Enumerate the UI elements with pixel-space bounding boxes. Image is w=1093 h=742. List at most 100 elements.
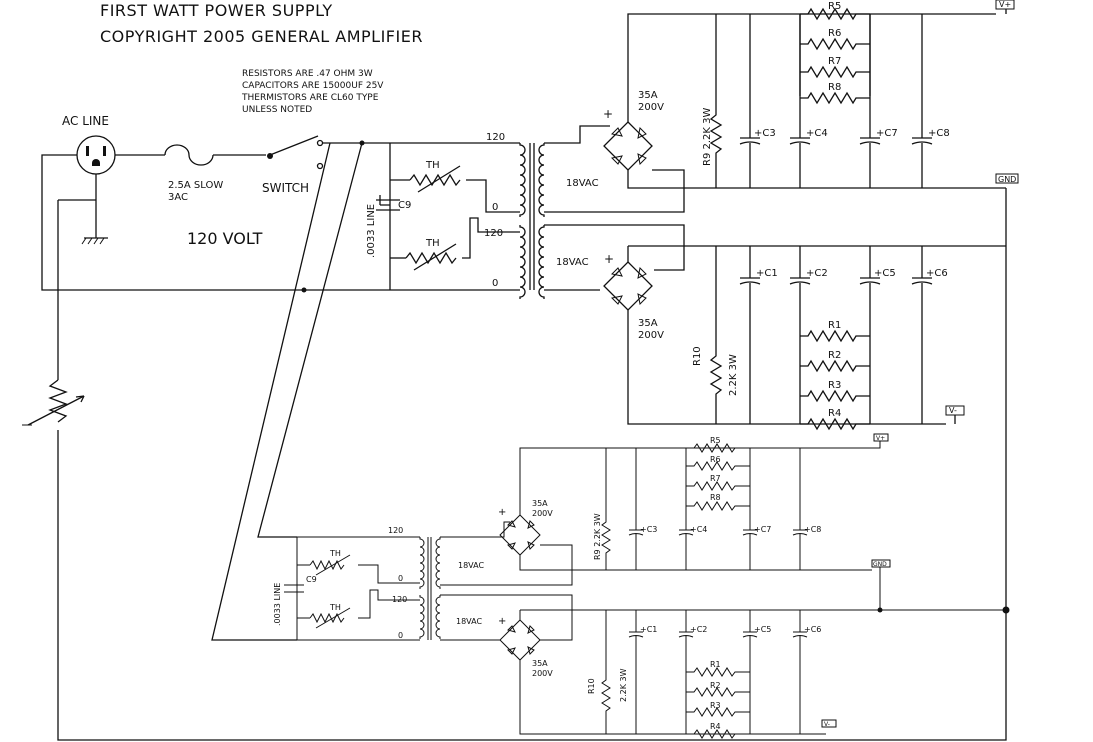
bottom-r3-label: R3 (710, 701, 721, 710)
bottom-cap-c1-label: +C1 (640, 625, 657, 634)
ground-thermistor-icon (22, 379, 85, 426)
top-primary-0b-label: 0 (492, 278, 498, 289)
bottom-neg-bridge-voltage: 200V (532, 669, 553, 678)
top-vplus-label: V+ (999, 0, 1011, 9)
bottom-r2-label: R2 (710, 681, 721, 690)
top-transformer-icon (519, 143, 545, 299)
bottom-neg-cap-c5-icon (742, 610, 758, 734)
wire (544, 224, 685, 271)
bottom-neg-bridge-plus: + (498, 616, 506, 627)
top-primary-0-label: 0 (492, 202, 498, 213)
bottom-gnd-terminal (871, 559, 891, 568)
junction-dot (877, 607, 883, 613)
bottom-pos-bridge-rating: 35A (532, 499, 548, 508)
chassis-ground-wire (57, 430, 1007, 741)
bottom-ground-bus-upper (519, 555, 872, 571)
top-neg-bridge-rating: 35A (638, 318, 658, 329)
top-r1-label: R1 (828, 320, 841, 331)
top-r2-label: R2 (828, 350, 841, 361)
wire (296, 537, 420, 641)
bottom-neg-cap-c2-icon (678, 610, 694, 734)
top-r10-name: R10 (692, 346, 703, 366)
bottom-neg-resistor-bank (686, 667, 750, 739)
lower-primary-neutral-feed (211, 142, 331, 641)
top-pos-bridge-rating: 35A (638, 90, 658, 101)
top-c9-value: .0033 LINE (366, 204, 377, 258)
bottom-positive-bus (519, 447, 874, 515)
bottom-th1-label: TH (329, 549, 341, 558)
top-positive-bus (627, 13, 870, 122)
top-neg-cap-c2-icon (789, 246, 811, 424)
bottom-neg-bridge-rating: 35A (532, 659, 548, 668)
wire (874, 441, 881, 449)
top-neg-bridge-voltage: 200V (638, 330, 664, 341)
bottom-pos-cap-c3-icon (628, 448, 644, 570)
bottom-pos-resistor-bank (685, 443, 751, 511)
bottom-gnd-label: GND (873, 561, 887, 568)
bottom-vplus-terminal (873, 433, 889, 442)
bottom-transformer-icon (419, 537, 441, 640)
junction-dot (301, 287, 307, 293)
top-r9-resistor-icon (709, 14, 723, 188)
wire (466, 179, 520, 213)
bottom-primary-120-label: 120 (388, 526, 403, 535)
fuse-rating: 2.5A SLOW (168, 180, 223, 191)
top-cap-c3-label: +C3 (754, 128, 776, 139)
top-pos-bridge-voltage: 200V (638, 102, 664, 113)
top-pos-cap-c3-icon (739, 14, 761, 188)
power-switch-icon (267, 135, 324, 170)
bottom-negative-bus (519, 660, 826, 735)
bottom-thermistor-2-icon (309, 607, 351, 629)
top-primary-120-label: 120 (486, 132, 505, 143)
top-cap-c7-label: +C7 (876, 128, 898, 139)
voltage-label: 120 VOLT (187, 229, 263, 248)
wire (297, 589, 420, 619)
ac-line-label: AC LINE (62, 114, 109, 128)
bottom-r10-name: R10 (587, 678, 596, 694)
bottom-pos-bridge-plus: + (498, 507, 506, 518)
note-thermistors: THERMISTORS ARE CL60 TYPE (241, 93, 379, 103)
bottom-pos-cap-c8-icon (792, 448, 808, 570)
ground-icon (81, 237, 108, 245)
bottom-vplus-label: V+ (876, 435, 885, 442)
wire (440, 544, 573, 586)
neutral-wire (41, 154, 390, 291)
top-c9-capacitor-icon (376, 199, 400, 211)
top-gnd-terminal (995, 173, 1019, 184)
wire (297, 564, 420, 584)
title-line-1: FIRST WATT POWER SUPPLY (100, 1, 333, 20)
bottom-sec1-label: 18VAC (458, 561, 484, 570)
bottom-primary-120b-label: 120 (392, 595, 407, 604)
top-pos-cap-c8-icon (911, 14, 933, 188)
bottom-cap-c6-label: +C6 (804, 625, 821, 634)
top-thermistor-1-icon (409, 165, 461, 193)
wire (544, 169, 685, 213)
bottom-r9-resistor-icon (601, 448, 611, 570)
bottom-neg-cap-c6-icon (792, 610, 808, 734)
bottom-r10-resistor-icon (601, 610, 611, 734)
junction-dot (1002, 606, 1010, 614)
top-r8-label: R8 (828, 82, 841, 93)
note-capacitors: CAPACITORS ARE 15000UF 25V (242, 81, 384, 91)
bottom-r6-label: R6 (710, 455, 721, 464)
top-cap-c8-label: +C8 (928, 128, 950, 139)
bottom-th2-label: TH (329, 603, 341, 612)
top-pos-bridge-plus: + (603, 107, 613, 121)
top-gnd-label: GND (998, 175, 1016, 184)
bottom-primary-0-label: 0 (398, 574, 403, 583)
top-cap-c5-label: +C5 (874, 268, 896, 279)
top-neg-cap-c5-icon (859, 246, 881, 424)
bottom-r10-value: 2.2K 3W (619, 668, 628, 702)
top-r9-label: R9 2.2K 3W (702, 108, 713, 166)
top-r10-resistor-icon (709, 246, 723, 424)
top-r4-label: R4 (828, 408, 841, 419)
top-r3-label: R3 (828, 380, 841, 391)
top-negative-bridge-icon (603, 261, 653, 311)
bottom-cap-c4-label: +C4 (690, 525, 707, 534)
top-cap-c1-label: +C1 (756, 268, 778, 279)
top-r6-label: R6 (828, 28, 841, 39)
top-pos-resistor-bank (799, 7, 871, 105)
top-vplus-terminal (995, 0, 1015, 10)
top-thermistor-2-icon (405, 243, 457, 271)
top-positive-bridge-icon (603, 121, 653, 171)
